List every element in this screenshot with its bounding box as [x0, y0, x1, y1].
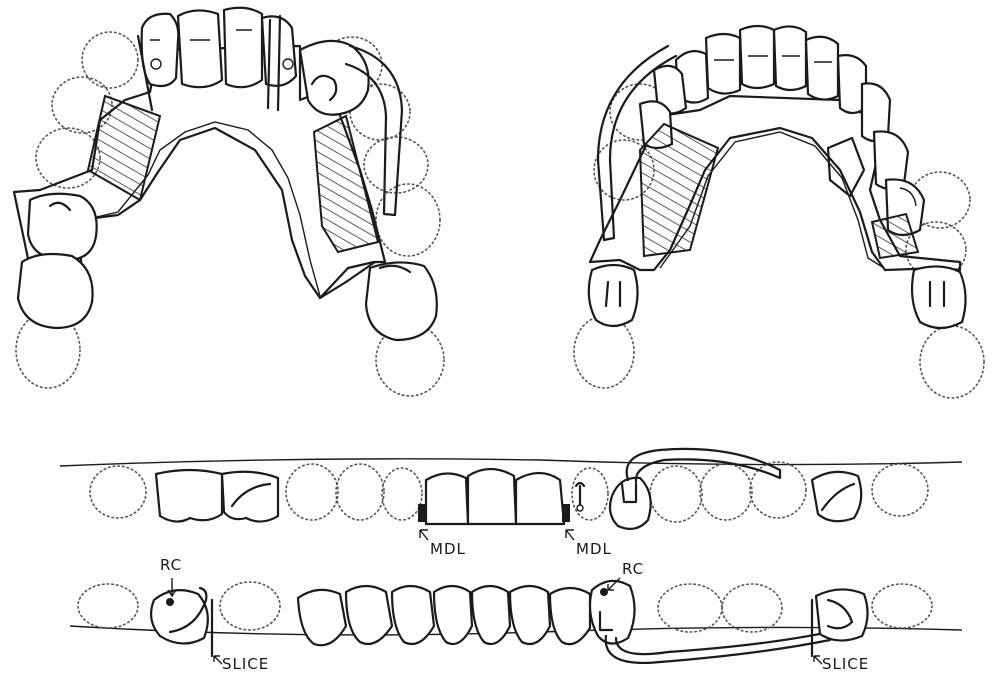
- left-arch-molar-r: [366, 262, 437, 340]
- left-arch-right-canine: [300, 41, 369, 115]
- upper-row-molar-right: [812, 472, 861, 521]
- upper-row-canine-clasp: [610, 478, 651, 529]
- left-arch-saddle-right: [314, 116, 378, 252]
- right-maxillary-arch: [574, 26, 984, 398]
- right-arch-missing-teeth: [574, 84, 984, 398]
- rc-rest-right: [600, 588, 608, 596]
- mdl-rest-left: [418, 504, 426, 522]
- upper-row-incisor-3: [516, 473, 564, 524]
- rc-rest-left: [166, 598, 174, 606]
- mdl-label-right: MDL: [576, 540, 612, 558]
- rc-label-left: RC: [160, 556, 182, 574]
- mdl-label-left: MDL: [430, 540, 466, 558]
- lower-row-molar-right: [816, 589, 868, 640]
- upper-tooth-row: [60, 449, 962, 529]
- rc-label-right: RC: [622, 560, 644, 578]
- lower-row-lingual-bar: [606, 632, 830, 663]
- slice-label-right: SLICE: [822, 655, 869, 673]
- right-arch-molar-l: [589, 265, 638, 326]
- mdl-rest-right: [562, 504, 570, 522]
- lower-row-anterior-teeth: [298, 586, 590, 645]
- left-maxillary-arch: [14, 8, 444, 396]
- upper-row-incisor-1: [426, 473, 468, 524]
- upper-row-premolar-left: [222, 472, 278, 522]
- slice-label-left: SLICE: [222, 655, 269, 673]
- lower-tooth-row: [70, 581, 962, 663]
- lower-row-premolar-left: [151, 590, 208, 643]
- upper-row-molar-left: [156, 470, 222, 522]
- left-arch-anterior-teeth: [138, 8, 296, 110]
- left-arch-molar-l2: [18, 254, 93, 328]
- upper-row-incisor-2: [468, 469, 516, 524]
- right-arch-saddle-left: [640, 124, 718, 256]
- right-arch-molar-r: [912, 266, 966, 328]
